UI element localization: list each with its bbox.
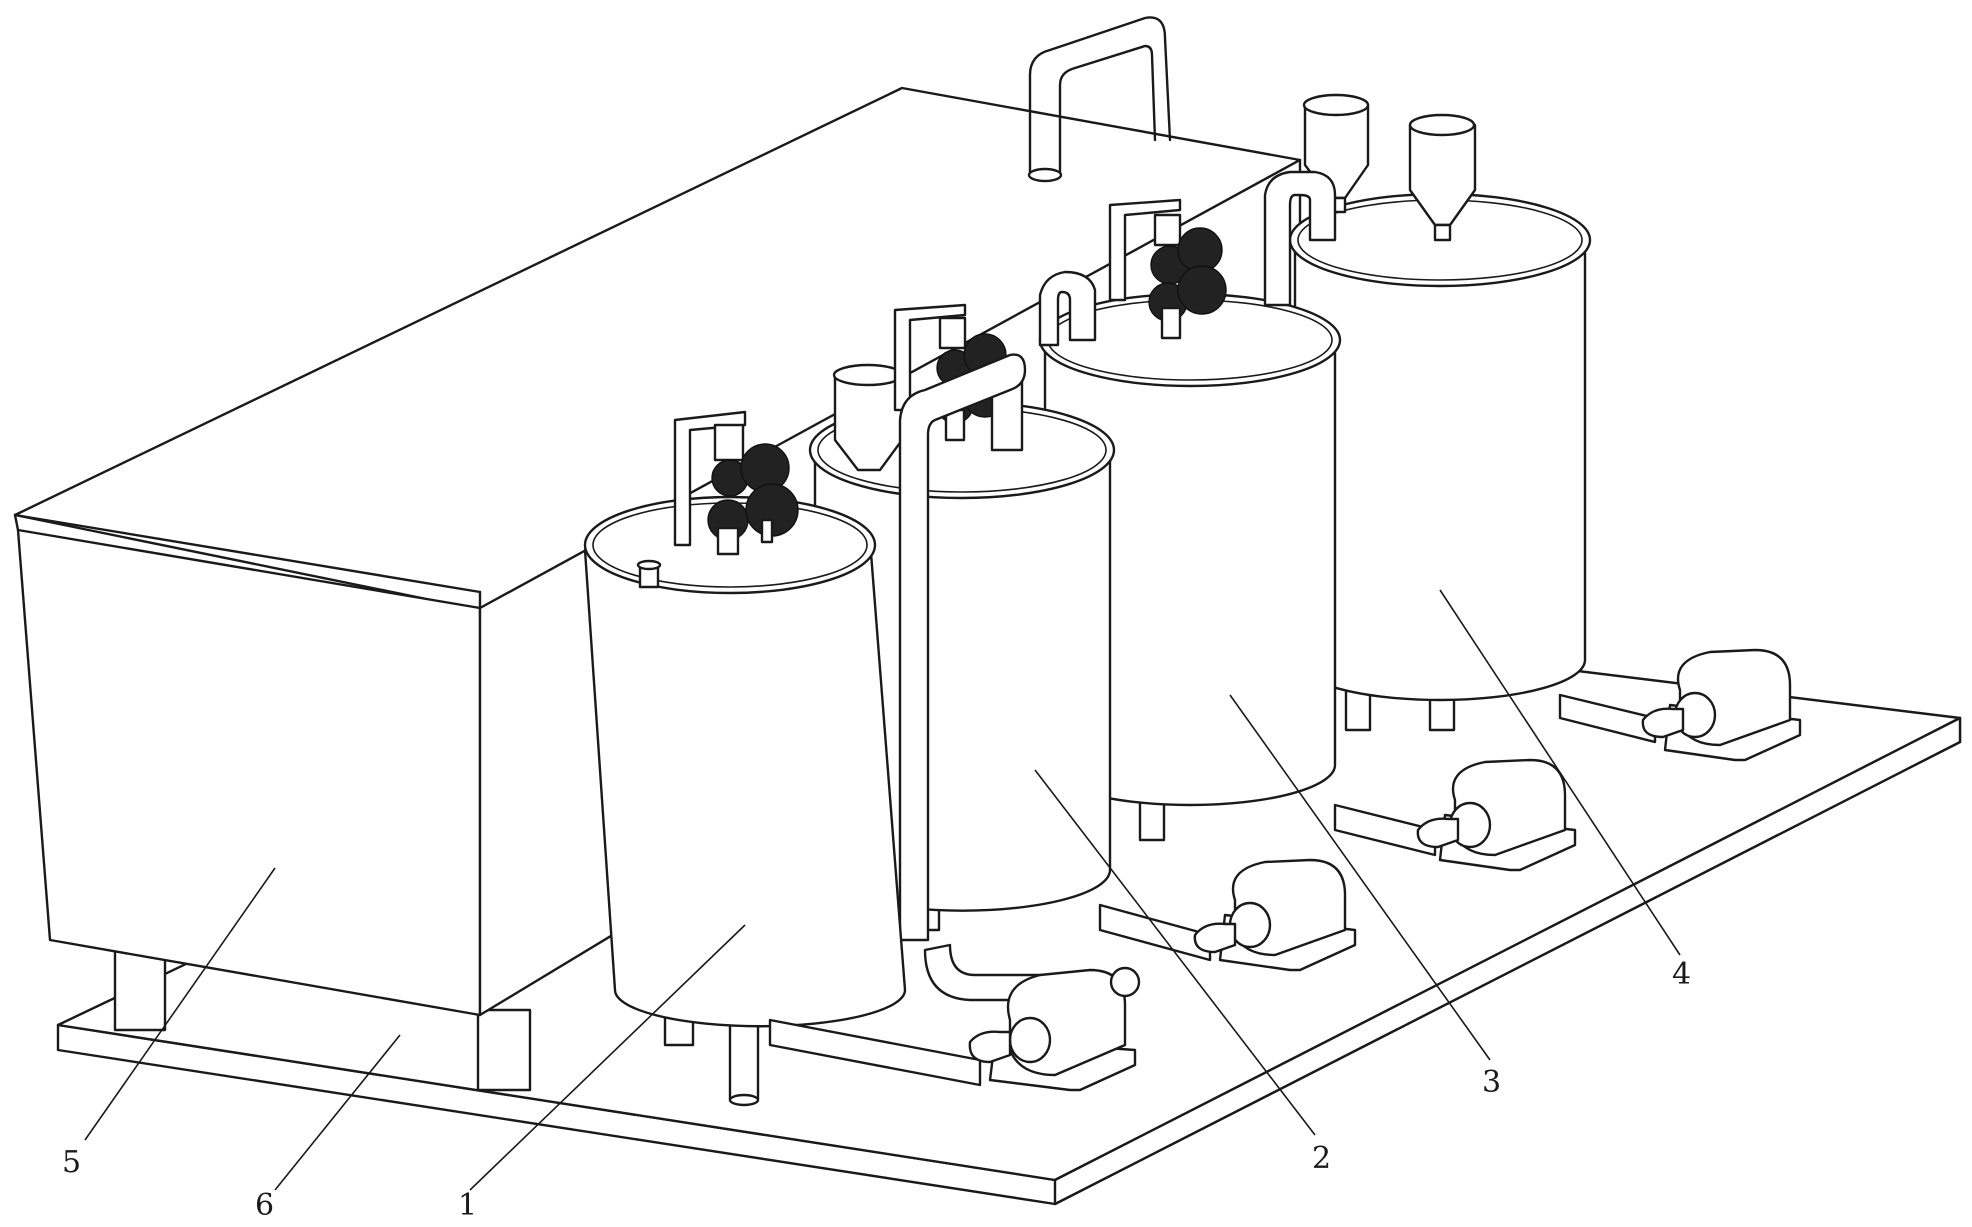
- tank-3: [1038, 170, 1342, 842]
- leader-5: [84, 867, 276, 1141]
- leader-lines: [84, 589, 1681, 1191]
- leader-1: [469, 924, 746, 1191]
- label-4: 4: [1672, 957, 1691, 992]
- label-3: 3: [1482, 1065, 1501, 1100]
- pump-3: [1333, 758, 1577, 872]
- pump-1: [768, 966, 1141, 1092]
- top-return-pipe: [1027, 16, 1172, 183]
- leader-3: [1229, 694, 1491, 1061]
- label-2: 2: [1312, 1141, 1331, 1176]
- leader-6: [274, 1034, 401, 1191]
- box-legs: [113, 948, 532, 1092]
- leader-4: [1439, 589, 1681, 956]
- pump-4: [1558, 648, 1802, 762]
- label-1: 1: [458, 1188, 477, 1223]
- tank-2: [808, 270, 1116, 932]
- leader-2: [1034, 769, 1316, 1136]
- pump-2: [1098, 858, 1357, 972]
- part-labels: 5 6 1 2 3 4: [62, 957, 1691, 1223]
- label-5: 5: [62, 1145, 81, 1180]
- label-6: 6: [255, 1188, 274, 1223]
- tank-1: [583, 410, 907, 1107]
